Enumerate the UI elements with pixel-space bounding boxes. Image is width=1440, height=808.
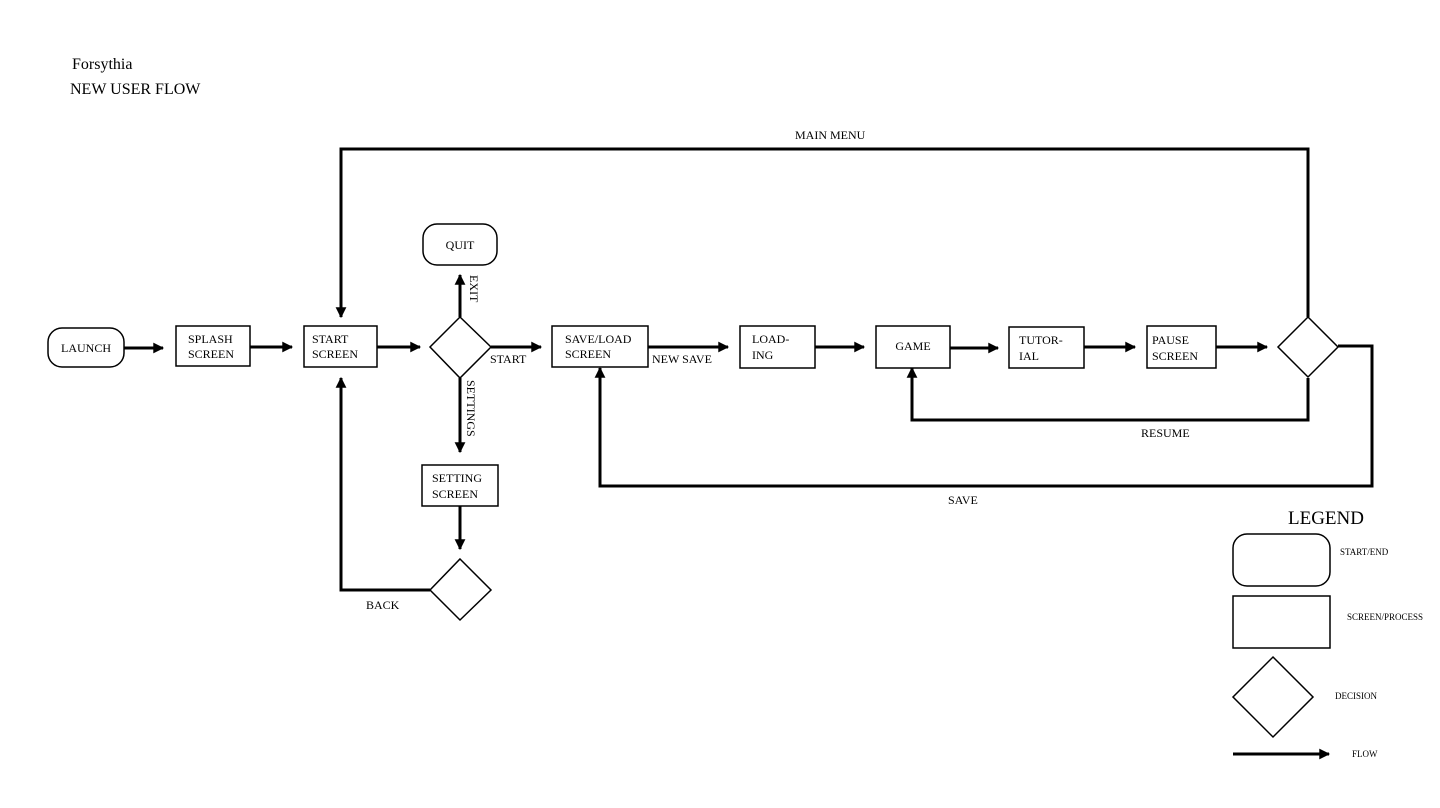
legend-flow-label: FLOW — [1352, 749, 1378, 759]
node-tutorial-line2: IAL — [1019, 349, 1039, 363]
edge-label-settings: SETTINGS — [464, 380, 478, 437]
node-setting-screen: SETTING SCREEN — [421, 464, 499, 507]
node-launch-label: LAUNCH — [61, 341, 111, 355]
legend-screen-process-shape — [1232, 595, 1331, 649]
node-setting-line2: SCREEN — [432, 487, 478, 501]
node-saveload-line1: SAVE/LOAD — [565, 332, 632, 346]
node-splash-screen: SPLASH SCREEN — [175, 325, 251, 367]
edge-save — [594, 344, 1374, 488]
node-start-screen: START SCREEN — [303, 325, 378, 368]
edge-main-menu — [335, 147, 1310, 319]
edge-back-start — [335, 376, 430, 592]
node-decision-main — [428, 315, 493, 380]
project-title: Forsythia — [72, 56, 133, 73]
legend-screen-process-label: SCREEN/PROCESS — [1347, 612, 1423, 622]
edge-label-main-menu: MAIN MENU — [795, 128, 866, 142]
node-tutorial: TUTOR- IAL — [1008, 326, 1085, 369]
legend: LEGEND START/END SCREEN/PROCESS DECISION… — [1231, 508, 1423, 760]
node-game: GAME — [875, 325, 951, 369]
edge-label-start: START — [490, 352, 527, 366]
node-pause-line2: SCREEN — [1152, 349, 1198, 363]
node-decision-pause — [1276, 315, 1340, 379]
edge-resume — [906, 366, 1310, 422]
node-loading-line2: ING — [752, 348, 774, 362]
node-save-load-screen: SAVE/LOAD SCREEN — [551, 325, 649, 368]
edge-label-exit: EXIT — [467, 275, 481, 303]
legend-start-end-label: START/END — [1340, 547, 1389, 557]
node-setting-line1: SETTING — [432, 471, 482, 485]
node-game-label: GAME — [895, 339, 930, 353]
node-saveload-line2: SCREEN — [565, 347, 611, 361]
edge-label-back: BACK — [366, 598, 400, 612]
node-pause-screen: PAUSE SCREEN — [1146, 325, 1217, 369]
edge-label-resume: RESUME — [1141, 426, 1190, 440]
connectors — [124, 147, 1374, 592]
node-decision-back — [428, 557, 493, 622]
node-tutorial-line1: TUTOR- — [1019, 333, 1063, 347]
legend-start-end-shape — [1232, 533, 1331, 587]
edge-label-save: SAVE — [948, 493, 978, 507]
legend-decision-shape — [1231, 655, 1315, 739]
node-pause-line1: PAUSE — [1152, 333, 1189, 347]
flow-subtitle: NEW USER FLOW — [70, 81, 201, 98]
node-quit-label: QUIT — [446, 238, 475, 252]
legend-decision-label: DECISION — [1335, 691, 1377, 701]
node-start-line1: START — [312, 332, 349, 346]
node-loading: LOAD- ING — [739, 325, 816, 369]
node-splash-line1: SPLASH — [188, 332, 233, 346]
node-start-line2: SCREEN — [312, 347, 358, 361]
node-splash-line2: SCREEN — [188, 347, 234, 361]
node-loading-line1: LOAD- — [752, 332, 789, 346]
node-quit: QUIT — [422, 223, 498, 266]
legend-title: LEGEND — [1288, 508, 1364, 529]
edge-label-new-save: NEW SAVE — [652, 352, 712, 366]
node-launch: LAUNCH — [47, 327, 125, 368]
